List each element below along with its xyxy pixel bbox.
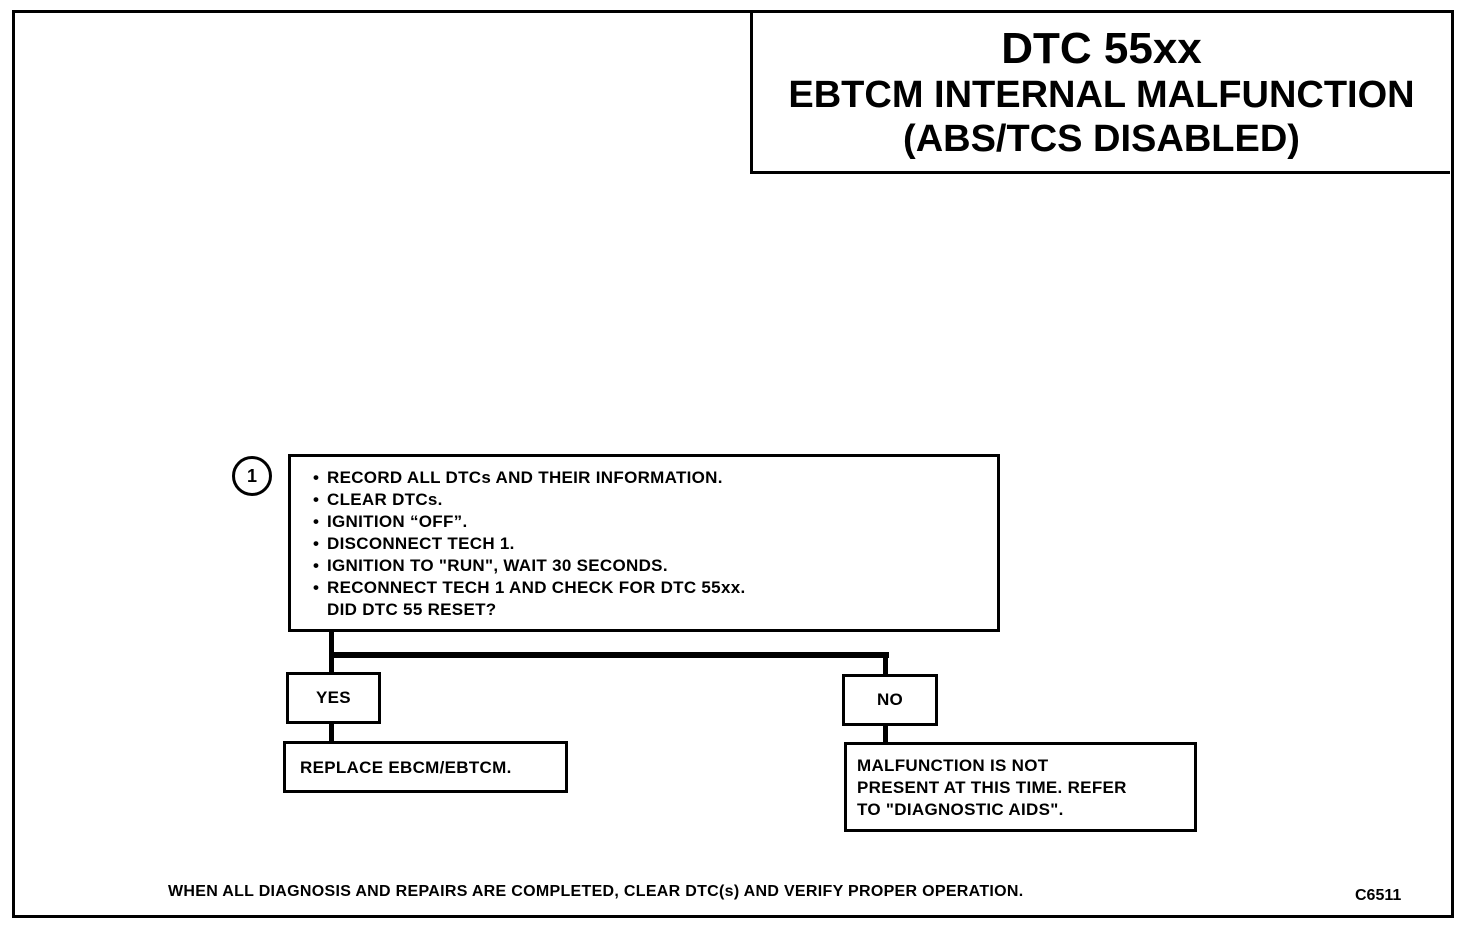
- connector-stem-no: [883, 652, 888, 674]
- title-description: EBTCM INTERNAL MALFUNCTION: [788, 74, 1415, 116]
- step-number-badge: 1: [232, 456, 272, 496]
- yes-branch-box: YES: [286, 672, 381, 724]
- yes-action-box: REPLACE EBCM/EBTCM.: [283, 741, 568, 793]
- title-block: DTC 55xx EBTCM INTERNAL MALFUNCTION (ABS…: [750, 13, 1450, 174]
- no-action-line: TO "DIAGNOSTIC AIDS".: [857, 800, 1064, 819]
- step-item: CLEAR DTCs.: [313, 489, 985, 511]
- step-item: IGNITION TO "RUN", WAIT 30 SECONDS.: [313, 555, 985, 577]
- title-dtc: DTC 55xx: [1001, 24, 1202, 73]
- step-item: RECORD ALL DTCs AND THEIR INFORMATION.: [313, 467, 985, 489]
- footer-note: WHEN ALL DIAGNOSIS AND REPAIRS ARE COMPL…: [168, 883, 1024, 900]
- connector-horizontal: [329, 652, 889, 658]
- no-branch-box: NO: [842, 674, 938, 726]
- no-action-line: PRESENT AT THIS TIME. REFER: [857, 778, 1127, 797]
- connector-no-to-action: [883, 726, 888, 742]
- no-action-line: MALFUNCTION IS NOT: [857, 756, 1049, 775]
- diagram-frame: [12, 10, 1454, 918]
- step-item: DISCONNECT TECH 1.: [313, 533, 985, 555]
- step-1-box: RECORD ALL DTCs AND THEIR INFORMATION. C…: [288, 454, 1000, 632]
- step-1-list: RECORD ALL DTCs AND THEIR INFORMATION. C…: [313, 467, 985, 599]
- no-action-box: MALFUNCTION IS NOT PRESENT AT THIS TIME.…: [844, 742, 1197, 832]
- figure-code: C6511: [1355, 887, 1402, 904]
- title-status: (ABS/TCS DISABLED): [903, 118, 1300, 160]
- step-item: RECONNECT TECH 1 AND CHECK FOR DTC 55xx.: [313, 577, 985, 599]
- step-item: IGNITION “OFF”.: [313, 511, 985, 533]
- connector-yes-to-action: [329, 724, 334, 741]
- step-question: DID DTC 55 RESET?: [327, 600, 497, 619]
